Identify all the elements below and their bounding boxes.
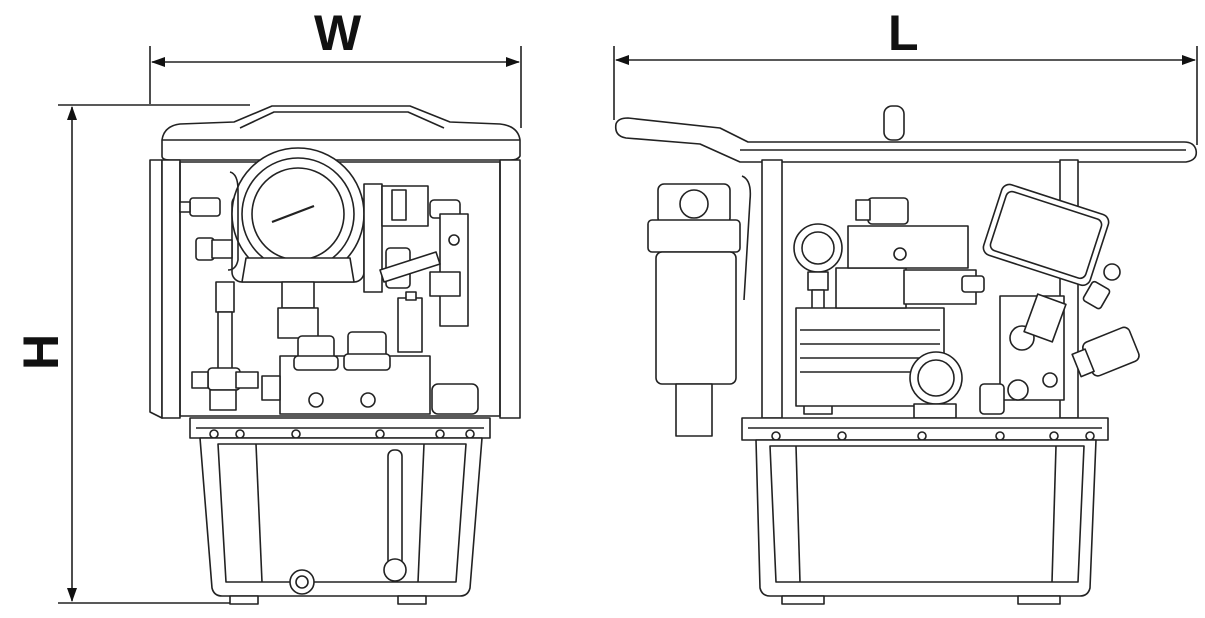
dimension-lines bbox=[58, 46, 1198, 604]
width-label: W bbox=[314, 5, 362, 61]
manifold-block bbox=[261, 331, 479, 415]
front-view bbox=[149, 105, 521, 605]
side-oil-reservoir bbox=[755, 439, 1097, 597]
side-coupler bbox=[1071, 326, 1140, 378]
side-frame-post-left bbox=[761, 159, 783, 419]
side-carry-handle bbox=[614, 117, 1198, 163]
filter-canister bbox=[647, 175, 752, 437]
front-left-frame bbox=[149, 159, 163, 419]
length-label: L bbox=[888, 5, 919, 61]
front-top-cover bbox=[161, 105, 521, 161]
front-oil-reservoir bbox=[199, 437, 483, 597]
pressure-gauge bbox=[231, 147, 365, 339]
side-pressure-gauge bbox=[982, 183, 1110, 287]
height-label: H bbox=[13, 334, 69, 370]
side-view bbox=[614, 105, 1198, 605]
